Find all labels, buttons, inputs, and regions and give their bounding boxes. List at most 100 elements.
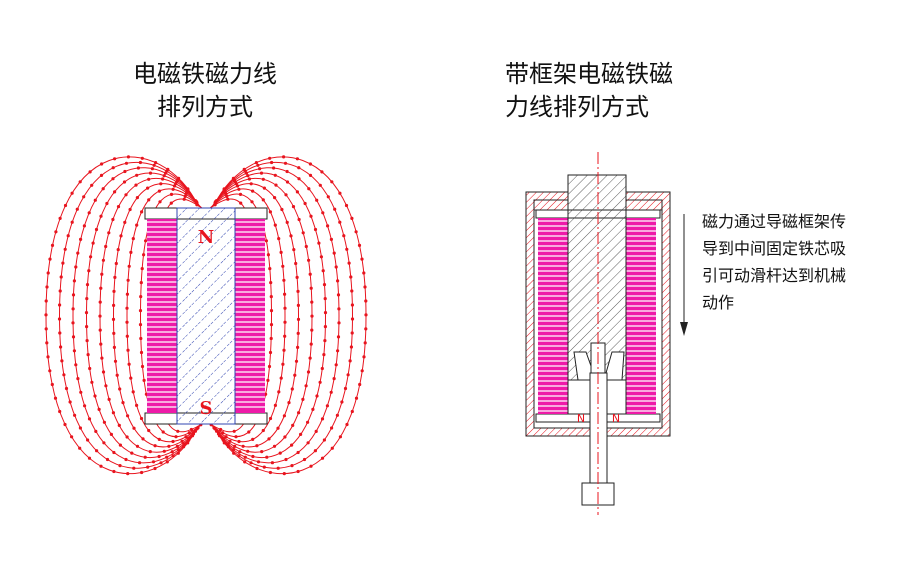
field-line-dot [104,384,108,388]
field-line-dot [250,200,254,204]
field-line-dot [268,267,272,271]
field-line-dot [161,177,165,181]
field-line-dot [169,192,174,196]
field-line-dot [246,449,250,453]
field-line-dot [273,196,277,200]
field-line-dot [176,429,180,433]
field-line-dot [169,201,173,205]
field-line-dot [105,457,110,462]
field-line-dot [347,261,351,265]
field-line-dot [345,247,349,251]
field-line-dot [174,435,178,439]
field-line-dot [277,237,281,241]
field-line-dot [219,427,223,432]
field-line-dot [161,430,165,434]
field-line-dot [94,429,98,433]
field-line-dot [336,335,341,339]
field-line-dot [279,250,283,254]
field-line-dot [112,289,116,293]
field-line-dot [350,303,354,307]
field-line-dot [130,451,134,455]
field-line-dot [112,303,116,307]
field-line-dot [125,320,129,324]
field-line-dot [294,359,299,363]
field-line-dot [268,210,272,214]
north-pole-label: N [198,227,214,248]
field-line-dot [269,309,274,313]
field-line-dot [281,362,285,366]
field-line-dot [362,271,366,275]
field-line-dot [100,356,104,360]
field-line-dot [189,427,193,432]
field-line-dot [58,303,62,307]
field-line-dot [268,350,273,355]
field-line-dot [99,342,103,346]
field-line-dot [113,190,117,194]
field-line-dot [76,377,80,381]
field-line-dot [340,400,344,404]
field-line-dot [131,390,135,394]
field-line-dot [86,353,90,357]
field-line-dot [60,359,64,363]
field-line-dot [315,198,319,202]
field-line-dot [142,253,146,257]
field-line-dot [157,454,161,459]
field-line-dot [126,155,130,159]
field-line-dot [71,307,75,311]
field-line-dot [323,325,327,329]
field-line-dot [180,439,184,443]
field-line-dot [282,414,286,418]
note-line-2: 导到中间固定铁芯吸 [702,239,847,258]
field-line-dot [299,432,303,436]
field-line-dot [277,390,281,394]
field-line-dot [325,404,329,408]
field-line-dot [98,300,102,304]
field-line-dot [132,466,136,470]
field-line-dot [295,275,299,279]
field-line-dot [90,183,94,187]
field-line-dot [118,387,122,391]
field-line-dot [267,364,272,369]
field-line-dot [283,320,287,324]
field-line-dot [308,162,312,166]
field-line-dot [349,345,353,349]
field-line-dot [159,461,163,465]
field-line-dot [319,255,323,259]
field-line-dot [249,461,253,465]
field-line-dot [105,201,109,206]
field-line-dot [307,187,311,191]
field-line-dot [304,384,308,388]
field-line-dot [113,359,118,363]
field-line-dot [350,216,354,220]
field-line-dot [187,431,191,435]
field-line-dot [362,355,366,359]
field-line-dot [255,466,259,471]
field-line-dot [334,363,338,367]
field-line-dot [270,160,274,165]
field-line-dot [111,217,115,222]
field-line-dot [186,187,190,191]
field-line-dot [99,286,103,290]
field-line-dot [226,197,230,201]
field-line-dot [309,464,313,468]
field-line-dot [269,323,274,327]
field-line-dot [291,423,295,427]
field-line-dot [326,195,330,199]
field-line-dot [296,317,301,321]
field-line-dot [146,465,150,469]
field-line-dot [364,313,368,317]
field-line-dot [138,323,143,327]
field-line-dot [184,435,188,439]
field-line-dot [268,416,273,421]
explanation-note: 磁力通过导磁框架传 导到中间固定铁芯吸 引可动滑杆达到机械 动作 [702,208,846,316]
field-line-dot [116,248,120,252]
field-line-dot [256,460,261,464]
field-line-dot [139,281,143,285]
field-line-dot [334,265,338,269]
field-line-dot [354,396,359,400]
field-line-dot [170,450,174,454]
field-line-dot [61,261,65,265]
field-line-dot [326,224,330,228]
field-line-dot [318,183,322,187]
field-line-dot [107,397,111,401]
